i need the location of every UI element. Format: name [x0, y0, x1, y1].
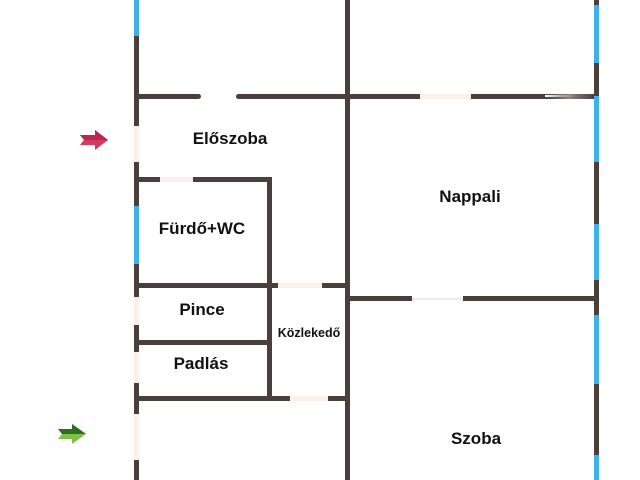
wall-left — [134, 162, 139, 206]
door-entrance-main — [134, 126, 139, 162]
door-left-pince — [134, 297, 139, 325]
wall-horizontal-top — [236, 94, 420, 99]
wall-left — [134, 460, 139, 480]
window-right — [594, 315, 599, 384]
wall-left — [134, 325, 139, 352]
wall-middle-vertical — [345, 0, 350, 480]
entrance-arrow-secondary-icon — [58, 424, 86, 444]
wall-kozlekedo-top — [322, 283, 345, 288]
window-right — [594, 224, 599, 280]
wall-bottom — [328, 396, 345, 401]
wall-furdo-top — [138, 177, 160, 182]
door-entrance-secondary — [134, 414, 139, 460]
wall-left — [134, 36, 139, 126]
wall-right — [594, 162, 599, 224]
door-szoba — [412, 298, 463, 300]
room-label-kozlekedo: Közlekedő — [277, 326, 341, 340]
wall-taper — [545, 94, 594, 99]
window-right — [594, 5, 599, 63]
wall-nappali-szoba — [463, 296, 594, 301]
room-label-furdo: Fürdő+WC — [158, 219, 246, 238]
window-left-bath — [134, 206, 139, 264]
door-left-padlas — [134, 352, 139, 383]
wall-horizontal-top — [471, 94, 545, 99]
room-label-nappali: Nappali — [439, 187, 501, 206]
room-label-szoba: Szoba — [450, 429, 502, 448]
door-furdo — [160, 177, 193, 182]
wall-furdo-top — [193, 177, 272, 182]
wall-bottom — [138, 396, 290, 401]
wall-horizontal-top — [138, 94, 201, 99]
window-right — [594, 455, 599, 480]
wall-kozlekedo-top — [272, 283, 278, 288]
room-label-padlas: Padlás — [173, 354, 229, 373]
wall-pince-top — [138, 283, 268, 288]
door-nappali-top — [420, 94, 471, 99]
entrance-arrow-main-icon — [80, 130, 108, 150]
wall-left — [134, 383, 139, 414]
window-left-top — [134, 0, 139, 36]
door-kozlekedo-top — [278, 283, 322, 288]
wall-right — [594, 384, 599, 455]
wall-furdo-right — [267, 177, 272, 397]
room-label-eloszoba: Előszoba — [192, 129, 268, 148]
wall-right — [594, 0, 599, 5]
wall-right — [594, 280, 599, 315]
wall-left — [134, 264, 139, 297]
room-label-pince: Pince — [179, 300, 225, 319]
window-right — [594, 96, 599, 162]
wall-right — [594, 63, 599, 96]
wall-nappali-szoba — [350, 296, 412, 301]
door-bottom — [290, 396, 328, 401]
wall-padlas-top — [138, 340, 268, 345]
